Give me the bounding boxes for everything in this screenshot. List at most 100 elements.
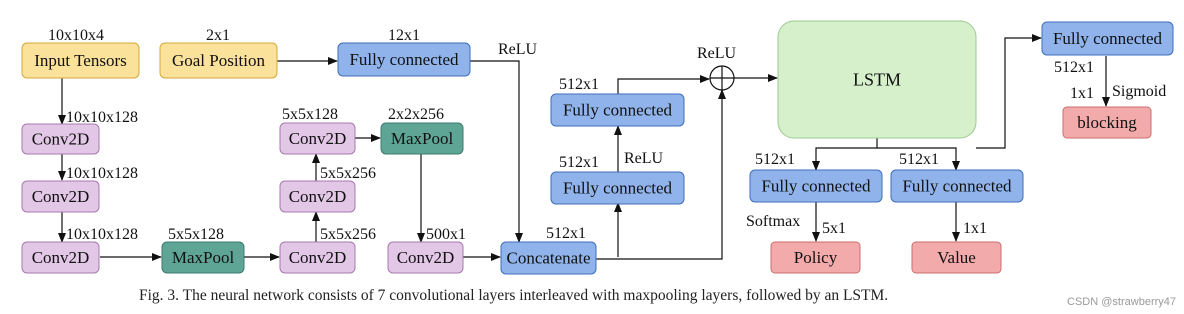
watermark: CSDN @strawberry47: [1067, 296, 1176, 308]
node-box: [279, 122, 356, 155]
node-box: [890, 169, 1024, 203]
node-box: [550, 171, 685, 205]
svg-text:Conv2D: Conv2D: [289, 248, 347, 267]
label-fc-a-dim: 512x1: [559, 76, 599, 93]
node-box: [380, 122, 464, 155]
node-box: [770, 241, 861, 274]
svg-text:Value: Value: [937, 248, 976, 267]
node-box: [387, 241, 464, 274]
node-lstm: LSTM: [777, 20, 977, 139]
label-goal-dim: 2x1: [206, 27, 230, 44]
node-box: [279, 241, 356, 274]
node-box: [500, 241, 597, 275]
svg-text:Goal Position: Goal Position: [172, 51, 266, 70]
svg-text:MaxPool: MaxPool: [391, 129, 454, 148]
svg-text:MaxPool: MaxPool: [172, 248, 235, 267]
label-conv2-dim: 10x10x128: [66, 165, 138, 182]
label-blocking-dim: 1x1: [1070, 85, 1094, 102]
svg-text:Fully connected: Fully connected: [563, 179, 673, 198]
node-concatenate: Concatenate: [500, 241, 597, 275]
label-concat-dim: 512x1: [546, 225, 586, 242]
node-policy: Policy: [770, 241, 861, 274]
label-maxpool2-dim: 2x2x256: [388, 106, 444, 123]
node-fc-b: Fully connected: [550, 171, 685, 205]
node-box: [21, 123, 100, 155]
node-blocking: blocking: [1062, 106, 1152, 139]
node-box: [337, 42, 471, 77]
node-box: [550, 93, 685, 127]
label-relu-goal: ReLU: [498, 41, 538, 58]
label-relu-mid: ReLU: [624, 150, 664, 167]
node-value: Value: [911, 241, 1002, 274]
label-conv5-dim: 5x5x256: [320, 165, 376, 182]
label-fc-goal-dim: 12x1: [388, 27, 420, 44]
svg-text:Concatenate: Concatenate: [506, 249, 590, 268]
node-fc-goal: Fully connected: [337, 42, 471, 77]
node-conv4: Conv2D: [279, 241, 356, 274]
node-box: [279, 180, 356, 213]
node-conv5: Conv2D: [279, 180, 356, 213]
svg-text:Conv2D: Conv2D: [32, 248, 90, 267]
node-box: [21, 241, 100, 274]
node-input-tensors: Input Tensors: [21, 42, 140, 79]
node-maxpool2: MaxPool: [380, 122, 464, 155]
label-conv4-dim: 5x5x256: [320, 226, 376, 243]
edge-lstm-to-fc-blocking: [976, 34, 1042, 149]
node-box: [21, 42, 140, 79]
node-box: [21, 180, 100, 213]
edge-lstm-to-fc-policy: [812, 138, 878, 171]
node-conv3: Conv2D: [21, 241, 100, 274]
svg-text:LSTM: LSTM: [853, 70, 901, 90]
edge-lstm-to-fc-value: [877, 147, 960, 171]
label-policy-fc-dim: 512x1: [755, 151, 795, 168]
node-fc-value: Fully connected: [890, 169, 1024, 203]
edges: [58, 34, 1110, 261]
svg-text:Conv2D: Conv2D: [32, 130, 90, 149]
label-fc-b-dim: 512x1: [559, 154, 599, 171]
svg-text:blocking: blocking: [1077, 113, 1137, 132]
node-box: [911, 241, 1002, 274]
edge-concat-to-sum: [596, 89, 726, 260]
svg-text:Fully connected: Fully connected: [563, 101, 673, 120]
svg-text:Conv2D: Conv2D: [289, 129, 347, 148]
edge-fc-goal-to-concat: [470, 60, 523, 243]
label-value-dim: 1x1: [963, 220, 987, 237]
node-box: [1062, 106, 1152, 139]
node-box: [159, 42, 278, 79]
nodes: Input Tensors Goal Position Fully connec…: [21, 20, 1174, 275]
label-policy-dim: 5x1: [822, 220, 846, 237]
edge-fc-a-to-sum: [617, 75, 710, 94]
svg-text:Fully connected: Fully connected: [761, 177, 871, 196]
figure-caption: Fig. 3. The neural network consists of 7…: [139, 287, 888, 304]
node-fc-blocking: Fully connected: [1041, 21, 1174, 56]
node-goal-position: Goal Position: [159, 42, 278, 79]
node-fc-a: Fully connected: [550, 93, 685, 127]
node-conv7: Conv2D: [387, 241, 464, 274]
node-box: [777, 20, 977, 139]
label-blocking-fc-dim: 512x1: [1054, 59, 1094, 76]
label-maxpool1-dim: 5x5x128: [168, 226, 224, 243]
label-input-dim: 10x10x4: [48, 27, 104, 44]
svg-text:Conv2D: Conv2D: [32, 187, 90, 206]
label-conv1-dim: 10x10x128: [66, 109, 138, 126]
svg-text:Fully connected: Fully connected: [1053, 29, 1163, 48]
svg-text:Fully connected: Fully connected: [349, 50, 459, 69]
label-relu-sum: ReLU: [697, 45, 737, 62]
node-box: [1041, 21, 1174, 56]
label-sigmoid: Sigmoid: [1112, 83, 1166, 100]
svg-text:Conv2D: Conv2D: [397, 248, 455, 267]
svg-text:Input Tensors: Input Tensors: [34, 51, 126, 70]
sum-operator-icon: [709, 65, 735, 91]
svg-text:Fully connected: Fully connected: [902, 177, 1012, 196]
node-conv6: Conv2D: [279, 122, 356, 155]
label-conv3-dim: 10x10x128: [66, 226, 138, 243]
label-softmax: Softmax: [746, 213, 800, 230]
node-conv1: Conv2D: [21, 123, 100, 155]
svg-text:Conv2D: Conv2D: [289, 187, 347, 206]
node-fc-policy: Fully connected: [749, 169, 883, 203]
labels: 10x10x4 2x1 12x1 ReLU 10x10x128 10x10x12…: [48, 27, 1166, 243]
svg-text:Policy: Policy: [794, 248, 838, 267]
label-conv7-dim: 500x1: [426, 226, 466, 243]
node-box: [161, 241, 245, 274]
